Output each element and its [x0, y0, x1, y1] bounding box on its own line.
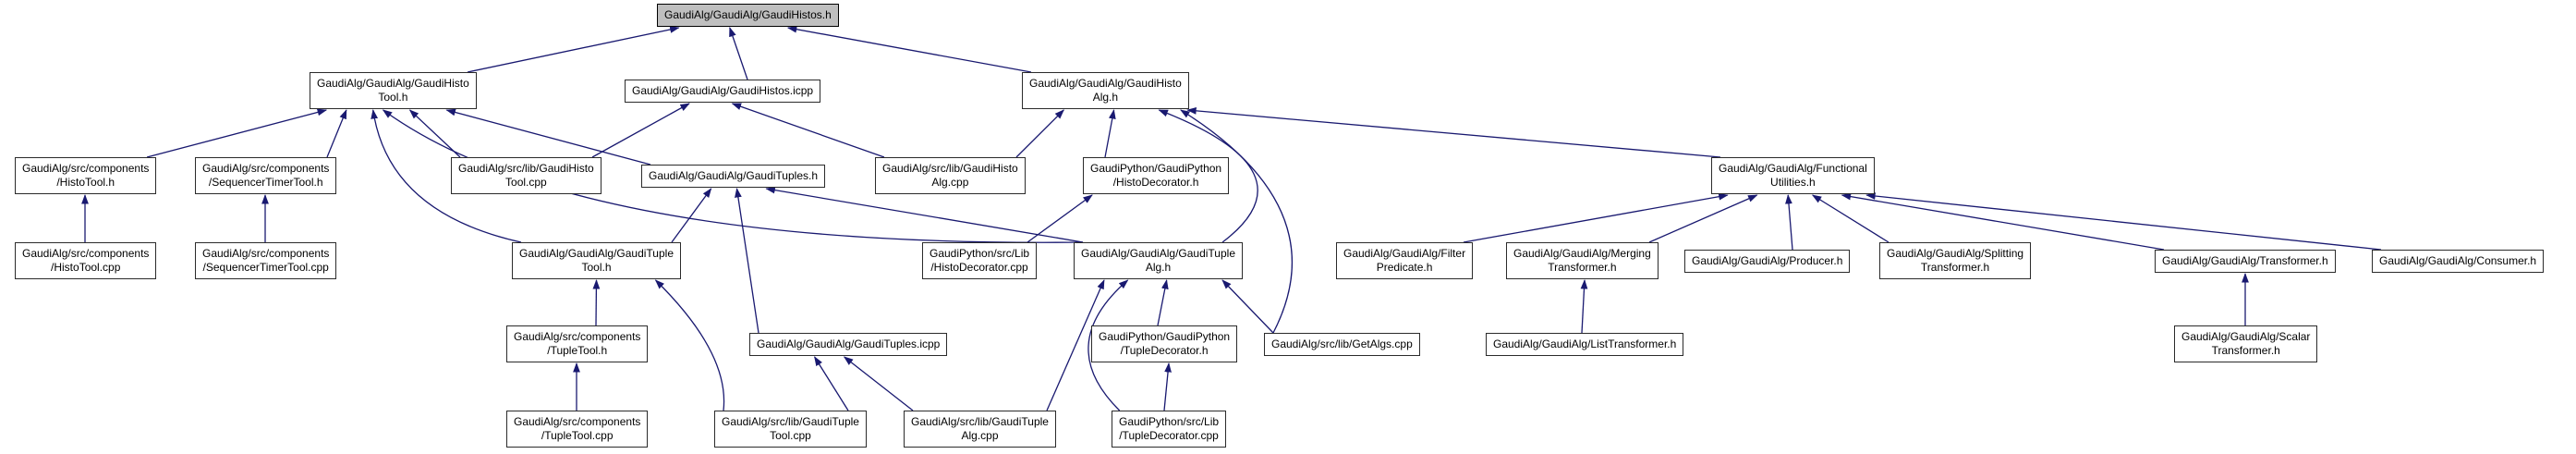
edge-gta_h-to-halg_h — [1158, 109, 1258, 243]
graph-node-root: GaudiAlg/GaudiAlg/GaudiHistos.h — [657, 4, 839, 27]
edge-tdec_cpp-to-gta_h — [1088, 279, 1129, 411]
edge-transformer-to-func_h — [1841, 192, 2165, 251]
edge-gtt_cpp-to-gtt_h — [654, 279, 725, 411]
edge-producer-to-func_h — [1785, 194, 1793, 251]
graph-node-histotool_h[interactable]: GaudiAlg/src/components /HistoTool.h — [15, 157, 157, 194]
graph-node-consumer[interactable]: GaudiAlg/GaudiAlg/Consumer.h — [2372, 250, 2545, 273]
graph-node-halg_h[interactable]: GaudiAlg/GaudiAlg/GaudiHisto Alg.h — [1022, 72, 1189, 109]
edge-gta_cpp-to-tuples_icpp — [843, 356, 914, 411]
graph-node-seqtt_cpp[interactable]: GaudiAlg/src/components /SequencerTimerT… — [195, 242, 337, 279]
graph-node-transformer[interactable]: GaudiAlg/GaudiAlg/Transformer.h — [2155, 250, 2336, 273]
edge-htool_h-to-root — [467, 26, 680, 73]
edge-htool_cpp-to-icpp — [591, 103, 690, 158]
graph-node-icpp[interactable]: GaudiAlg/GaudiAlg/GaudiHistos.icpp — [625, 80, 821, 103]
graph-node-getalgs[interactable]: GaudiAlg/src/lib/GetAlgs.cpp — [1264, 333, 1420, 356]
graph-node-tdec_cpp[interactable]: GaudiPython/src/Lib /TupleDecorator.cpp — [1112, 411, 1227, 448]
graph-node-tupletool_cpp[interactable]: GaudiAlg/src/components /TupleTool.cpp — [506, 411, 649, 448]
graph-node-gtt_cpp[interactable]: GaudiAlg/src/lib/GaudiTuple Tool.cpp — [714, 411, 867, 448]
edge-gtt_h-to-htool_h — [371, 109, 522, 243]
edge-getalgs-to-halg_h — [1180, 109, 1294, 334]
graph-node-merging[interactable]: GaudiAlg/GaudiAlg/Merging Transformer.h — [1506, 242, 1659, 279]
graph-node-filter[interactable]: GaudiAlg/GaudiAlg/Filter Predicate.h — [1336, 242, 1474, 279]
edge-icpp-to-root — [729, 27, 748, 80]
edge-gta_h-to-htool_h — [382, 109, 1084, 243]
edge-gtt_cpp-to-tuples_icpp — [814, 356, 849, 411]
edge-htool_cpp-to-htool_h — [408, 109, 461, 158]
edge-gta_cpp-to-gta_h — [1046, 279, 1105, 411]
graph-node-listtrans[interactable]: GaudiAlg/GaudiAlg/ListTransformer.h — [1486, 333, 1684, 356]
edge-consumer-to-func_h — [1865, 192, 2382, 251]
edge-histotool_h-to-htool_h — [146, 108, 328, 158]
edge-tupletool_h-to-gtt_h — [592, 279, 601, 326]
edge-tuples_icpp-to-tuples_h — [735, 188, 759, 334]
graph-node-histotool_cpp[interactable]: GaudiAlg/src/components /HistoTool.cpp — [15, 242, 157, 279]
edge-halg_cpp-to-halg_h — [1015, 109, 1064, 158]
graph-node-gta_cpp[interactable]: GaudiAlg/src/lib/GaudiTuple Alg.cpp — [904, 411, 1056, 448]
edge-hdec_cpp-to-hdec_h — [1027, 194, 1093, 243]
edge-filter-to-func_h — [1463, 192, 1729, 243]
edge-getalgs-to-gta_h — [1221, 279, 1274, 334]
graph-node-gta_h[interactable]: GaudiAlg/GaudiAlg/GaudiTuple Alg.h — [1074, 242, 1243, 279]
graph-node-producer[interactable]: GaudiAlg/GaudiAlg/Producer.h — [1684, 250, 1851, 273]
edge-func_h-to-halg_h — [1186, 106, 1721, 158]
graph-node-halg_cpp[interactable]: GaudiAlg/src/lib/GaudiHisto Alg.cpp — [875, 157, 1026, 194]
edge-seqtt_h-to-htool_h — [326, 109, 347, 158]
edge-halg_h-to-root — [786, 25, 1032, 73]
edge-gtt_h-to-tuples_h — [671, 188, 712, 243]
graph-node-tuples_icpp[interactable]: GaudiAlg/GaudiAlg/GaudiTuples.icpp — [749, 333, 948, 356]
graph-node-splitting[interactable]: GaudiAlg/GaudiAlg/Splitting Transformer.… — [1879, 242, 2032, 279]
edge-splitting-to-func_h — [1811, 194, 1889, 243]
edge-hdec_h-to-halg_h — [1104, 109, 1116, 158]
graph-node-func_h[interactable]: GaudiAlg/GaudiAlg/Functional Utilities.h — [1711, 157, 1875, 194]
edge-halg_cpp-to-icpp — [731, 103, 885, 158]
edge-tdec_cpp-to-tdec_h — [1163, 362, 1172, 411]
graph-node-htool_h[interactable]: GaudiAlg/GaudiAlg/GaudiHisto Tool.h — [310, 72, 477, 109]
graph-node-seqtt_h[interactable]: GaudiAlg/src/components /SequencerTimerT… — [195, 157, 337, 194]
graph-node-hdec_cpp[interactable]: GaudiPython/src/Lib /HistoDecorator.cpp — [922, 242, 1038, 279]
graph-node-tuples_h[interactable]: GaudiAlg/GaudiAlg/GaudiTuples.h — [641, 165, 825, 188]
edge-merging-to-func_h — [1648, 194, 1758, 243]
edge-tdec_h-to-gta_h — [1157, 279, 1169, 326]
graph-node-htool_cpp[interactable]: GaudiAlg/src/lib/GaudiHisto Tool.cpp — [451, 157, 601, 194]
graph-node-tupletool_h[interactable]: GaudiAlg/src/components /TupleTool.h — [506, 325, 649, 362]
edge-listtrans-to-merging — [1580, 279, 1588, 334]
graph-node-scalar[interactable]: GaudiAlg/GaudiAlg/Scalar Transformer.h — [2174, 325, 2318, 362]
edge-tuples_h-to-htool_h — [445, 108, 651, 166]
edge-gta_h-to-tuples_h — [765, 186, 1084, 243]
graph-node-tdec_h[interactable]: GaudiPython/GaudiPython /TupleDecorator.… — [1091, 325, 1238, 362]
graph-node-gtt_h[interactable]: GaudiAlg/GaudiAlg/GaudiTuple Tool.h — [512, 242, 681, 279]
graph-node-hdec_h[interactable]: GaudiPython/GaudiPython /HistoDecorator.… — [1083, 157, 1230, 194]
